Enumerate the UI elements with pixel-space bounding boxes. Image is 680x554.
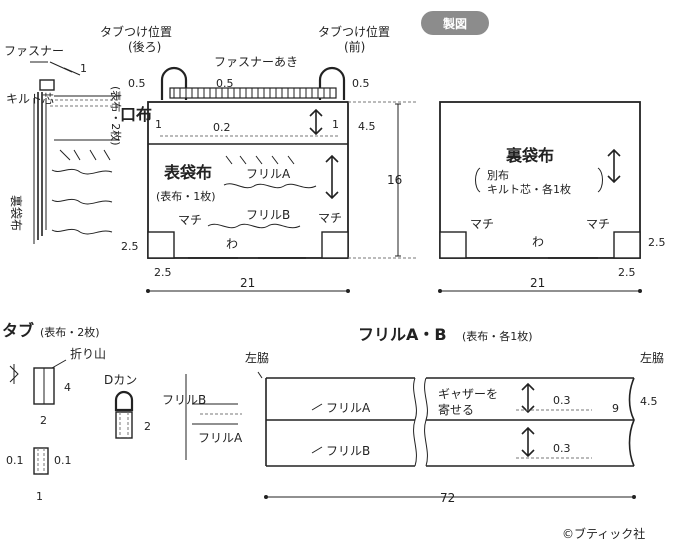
- dim-25-lining-right: 2.5: [648, 236, 666, 249]
- cross-dim-1: 1: [80, 62, 87, 75]
- tab-pos-back-label: タブつけ位置: [100, 24, 172, 39]
- frill-a-label: フリルA: [246, 167, 291, 181]
- dim-45-frill: 4.5: [640, 395, 658, 408]
- lining-bag-outline: [439, 101, 641, 259]
- grain-arrow-lining: [607, 148, 621, 184]
- dim-16: 16: [387, 173, 402, 187]
- lining-gusset-label-left: マチ: [470, 217, 494, 231]
- tab-back-icon: [160, 66, 188, 100]
- dim-4: 4: [64, 381, 71, 394]
- lining-gusset-left: [439, 231, 467, 259]
- dim-1-left: 1: [155, 118, 162, 131]
- tab-detail: タブ (表布・2枚) 折り山 4 2 0.1 0.1 1: [2, 321, 106, 503]
- frill-note: (表布・各1枚): [462, 329, 533, 343]
- frill-title: フリルA・B: [358, 325, 447, 344]
- outer-bag-pattern: タブつけ位置 (後ろ) タブつけ位置 (前) ファスナーあき 0.5 0.5 0…: [100, 24, 418, 293]
- dim-25-bottom: 2.5: [154, 266, 172, 279]
- dim-21-left: 21: [240, 276, 255, 290]
- fold-label: わ: [226, 237, 238, 251]
- tab-pos-front-label: タブつけ位置: [318, 24, 390, 39]
- mouth-cloth-title: 口布: [120, 105, 152, 124]
- gusset-label-left: マチ: [178, 213, 202, 227]
- dim-05-mid: 0.5: [216, 77, 234, 90]
- tab-front-icon: [318, 66, 346, 100]
- frill-right-edge: [628, 377, 635, 467]
- dim-72: 72: [440, 491, 455, 505]
- lining-gusset-label-right: マチ: [586, 217, 610, 231]
- gusset-left: [147, 231, 175, 259]
- quilt-core-label: キルト芯: [6, 92, 54, 106]
- frill-pattern: フリルA・B (表布・各1枚) 左脇 左脇 フリルA フリルB ギャザーを 寄せ…: [245, 325, 664, 505]
- gather-label-2: 寄せる: [438, 402, 474, 417]
- tab-title: タブ: [2, 321, 34, 340]
- tab-note: (表布・2枚): [40, 325, 100, 339]
- frill-b-vertical: フリルB: [162, 393, 206, 407]
- lining-bag-title: 裏袋布: [505, 146, 554, 165]
- zipper-label: ファスナー: [4, 44, 64, 58]
- dim-21-right: 21: [530, 276, 545, 290]
- frill-b-label: フリルB: [246, 208, 290, 222]
- dim-05-left: 0.5: [128, 77, 146, 90]
- dim-25-lining-bottom: 2.5: [618, 266, 636, 279]
- lining-fold-label: わ: [532, 235, 544, 249]
- gusset-label-right: マチ: [318, 211, 342, 225]
- tab-pos-back-sub: (後ろ): [128, 40, 161, 54]
- frill-b-band-label: フリルB: [326, 444, 370, 458]
- dim-9: 9: [612, 402, 619, 415]
- dim-05-right: 0.5: [352, 77, 370, 90]
- gather-label-1: ギャザーを: [438, 387, 498, 401]
- grain-arrow-frill-b: [521, 426, 535, 458]
- dim-25-left: 2.5: [121, 240, 139, 253]
- d-ring-icon: [114, 390, 134, 412]
- zipper-band: [169, 87, 337, 99]
- lining-note-1: 別布: [487, 169, 509, 182]
- dim-2: 2: [40, 414, 47, 427]
- outer-bag-note: (表布・1枚): [156, 189, 216, 203]
- title-badge: 製図: [421, 11, 489, 35]
- side-seam-right: 左脇: [640, 350, 664, 365]
- dim-01-left: 0.1: [6, 454, 24, 467]
- lining-gusset-right: [613, 231, 641, 259]
- grain-arrow-mouth: [309, 108, 323, 136]
- tab-pos-front-sub: (前): [344, 39, 365, 54]
- dim-02: 0.2: [213, 121, 231, 134]
- frill-a-band-label: フリルA: [326, 401, 371, 415]
- d-ring-tab: [115, 411, 133, 439]
- outer-bag-outline: [147, 101, 349, 259]
- grain-arrow-outer: [325, 154, 339, 200]
- frill-a-side-label: フリルA: [198, 431, 243, 445]
- copyright: ©ブティック社: [562, 526, 645, 541]
- zipper-opening-label: ファスナーあき: [214, 55, 298, 69]
- dim-03-b: 0.3: [553, 442, 571, 455]
- tab-grain-icon: [9, 365, 19, 383]
- title: 製図: [442, 16, 467, 31]
- fold-line-label: 折り山: [70, 346, 106, 361]
- dim-2-d: 2: [144, 420, 151, 433]
- cross-section: ファスナー 1 キルト芯 (表布・2枚) 裏袋布: [4, 44, 123, 244]
- dim-1-tab: 1: [36, 490, 43, 503]
- tab-folded: [33, 447, 49, 475]
- lining-bag-pattern: 裏袋布 別布 キルト芯・各1枚 マチ マチ わ 2.5 2.5 21: [438, 101, 666, 293]
- mouth-side-note: (表布・2枚): [109, 86, 123, 146]
- side-seam-left: 左脇: [245, 350, 269, 365]
- dim-45: 4.5: [358, 120, 376, 133]
- grain-arrow-frill-a: [521, 382, 535, 414]
- gusset-right: [321, 231, 349, 259]
- d-ring-detail: Dカン 2 フリルB フリルA: [104, 373, 243, 460]
- d-ring-label: Dカン: [104, 373, 137, 387]
- dim-01-right: 0.1: [54, 454, 72, 467]
- lining-side-label: 裏袋布: [9, 195, 24, 231]
- dim-1-right: 1: [332, 118, 339, 131]
- outer-bag-title: 表袋布: [163, 163, 212, 182]
- lining-note-2: キルト芯・各1枚: [487, 182, 571, 196]
- dim-03-a: 0.3: [553, 394, 571, 407]
